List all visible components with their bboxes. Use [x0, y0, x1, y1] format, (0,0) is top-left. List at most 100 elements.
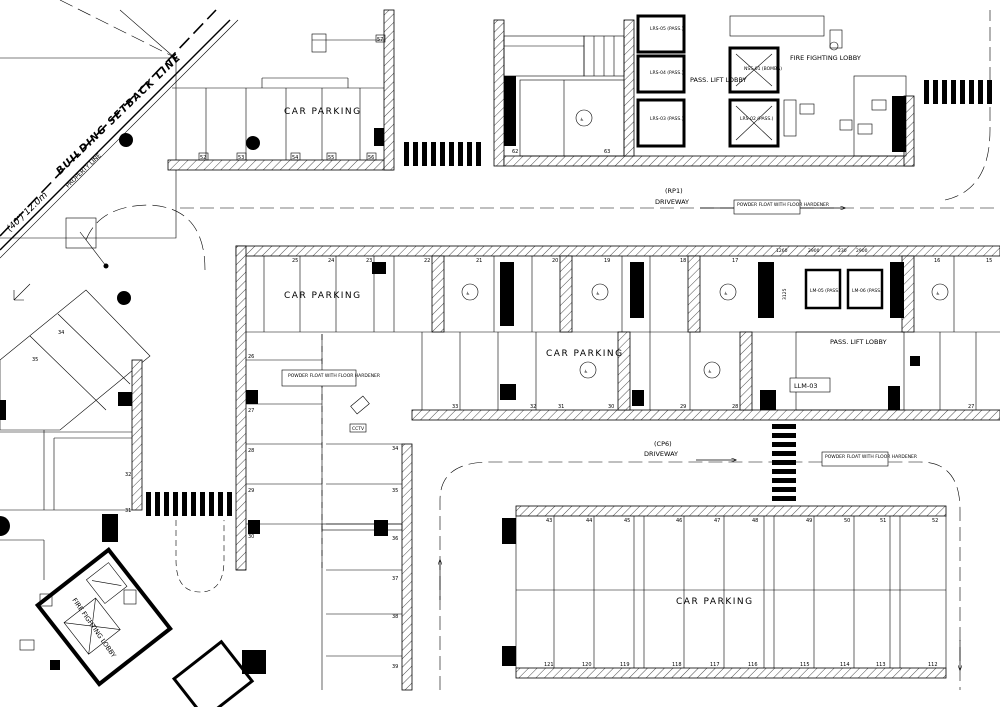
core-top-middle: ♿ LRS-05 (PASS.) LRS-04 (PASS.) LRS-03 (…: [493, 14, 915, 167]
bay-44: 44: [586, 518, 592, 524]
bay-33: 33: [452, 404, 458, 410]
bay-117: 117: [710, 662, 720, 668]
bay-29: 29: [680, 404, 686, 410]
bay-113: 113: [876, 662, 886, 668]
cp6-label: (CP6): [654, 440, 672, 448]
bay-16: 16: [934, 258, 940, 264]
bay-30: 30: [608, 404, 614, 410]
left-angled-block: 34 35 32 31 FIRE FIGHTING LOBBY: [0, 289, 266, 707]
bay-25: 25: [292, 258, 298, 264]
lift-lrs02: LRS-02 (PASS.): [740, 116, 774, 122]
bay-35-mid: 35: [392, 488, 398, 494]
bay-24: 24: [328, 258, 334, 264]
rp1-label: (RP1): [665, 187, 683, 195]
site-boundary: BUILDING SETBACK LINE (40') 12.0m PROPER…: [0, 0, 260, 305]
dim-1260: 1260: [776, 248, 788, 254]
bay-32-left: 32: [125, 472, 131, 478]
bay-52-lower: 52: [932, 518, 938, 524]
bay-28: 28: [732, 404, 738, 410]
bay-34-mid: 34: [392, 446, 398, 452]
left-finish-note: POWDER FLOAT WITH FLOOR HARDENER: [288, 373, 380, 379]
dim-3125: 3125: [782, 288, 788, 300]
bay-27: 27: [968, 404, 974, 410]
lift-lm06: LM-06 (PASS.): [852, 288, 884, 294]
driveway-cp6: (CP6) DRIVEWAY POWDER FLOAT WITH FLOOR H…: [440, 440, 960, 690]
bay-50: 50: [844, 518, 850, 524]
lift-lrs05: LRS-05 (PASS.): [650, 26, 684, 32]
svg-text:♿: ♿: [584, 369, 588, 375]
llm-03-label: LLM-03: [794, 382, 817, 390]
svg-text:♿: ♿: [466, 291, 470, 297]
lift-nss01: NSS-01 (BOMBA): [744, 66, 782, 72]
bay-45: 45: [624, 518, 630, 524]
bay-46: 46: [676, 518, 682, 524]
bay-15: 15: [986, 258, 992, 264]
parking-block-left-vertical: 26 27 28 29 30 POWDER FLOAT WITH FLOOR H…: [246, 334, 413, 691]
bay-62: 62: [512, 149, 518, 155]
bay-21: 21: [476, 258, 482, 264]
setback-label: BUILDING SETBACK LINE: [54, 52, 183, 177]
bay-22: 22: [424, 258, 430, 264]
dim-2900b: 2900: [856, 248, 868, 254]
parking-block-lower: CAR PARKING 43 44 45 46 47 48 49 50 51 5…: [502, 505, 947, 679]
bay-39-mid: 39: [392, 664, 398, 670]
bay-112: 112: [928, 662, 938, 668]
bay-35-left: 35: [32, 357, 38, 363]
bay-32: 32: [530, 404, 536, 410]
cp6-driveway-label: DRIVEWAY: [644, 450, 678, 458]
bay-31-left: 31: [125, 508, 131, 514]
cctv-label: CCTV: [352, 426, 365, 432]
bay-28-left: 28: [248, 448, 254, 454]
car-parking-label-3: CAR PARKING: [546, 349, 624, 359]
bay-55: 55: [328, 155, 334, 161]
bay-43: 43: [546, 518, 552, 524]
bay-27-left: 27: [248, 408, 254, 414]
bay-53: 53: [238, 155, 244, 161]
pass-lift-lobby-mid: PASS. LIFT LOBBY: [830, 338, 887, 346]
zebra-crossing-top-left: [404, 142, 481, 166]
bay-116: 116: [748, 662, 758, 668]
bay-36-mid: 36: [392, 536, 398, 542]
parking-block-middle: ♿ ♿ ♿ ♿ CAR PARKING 25 24 23 22 21 20 19…: [235, 245, 1000, 571]
bay-118: 118: [672, 662, 682, 668]
bay-19: 19: [604, 258, 610, 264]
bay-52: 52: [200, 155, 206, 161]
zebra-crossing-top-right: [924, 80, 992, 104]
bay-114: 114: [840, 662, 850, 668]
bay-30-left: 30: [248, 534, 254, 540]
pass-lift-lobby-top: PASS. LIFT LOBBY: [690, 76, 747, 84]
svg-text:♿: ♿: [708, 369, 712, 375]
car-parking-label-2: CAR PARKING: [284, 291, 362, 301]
lift-lrs03: LRS-03 (PASS.): [650, 116, 684, 122]
rp1-driveway-label: DRIVEWAY: [655, 198, 689, 206]
svg-text:♿: ♿: [724, 291, 728, 297]
bay-18: 18: [680, 258, 686, 264]
bay-119: 119: [620, 662, 630, 668]
bay-29-left: 29: [248, 488, 254, 494]
svg-text:♿: ♿: [580, 117, 584, 123]
dim-230: 230: [838, 248, 847, 254]
bay-23: 23: [366, 258, 372, 264]
bay-47: 47: [714, 518, 720, 524]
bay-54: 54: [292, 155, 298, 161]
bay-121: 121: [544, 662, 554, 668]
zebra-crossing-left: [146, 492, 232, 516]
dim-2900a: 2900: [808, 248, 820, 254]
bay-115: 115: [800, 662, 810, 668]
bay-20: 20: [552, 258, 558, 264]
bay-120: 120: [582, 662, 592, 668]
car-parking-label-1: CAR PARKING: [284, 107, 362, 117]
bay-38-mid: 38: [392, 614, 398, 620]
lift-lm05: LM-05 (PASS.): [810, 288, 842, 294]
bay-26-left: 26: [248, 354, 254, 360]
bay-56: 56: [368, 155, 374, 161]
bay-31: 31: [558, 404, 564, 410]
car-parking-label-4: CAR PARKING: [676, 597, 754, 607]
setback-dim: (40') 12.0m: [5, 190, 50, 234]
svg-text:♿: ♿: [936, 291, 940, 297]
bay-48: 48: [752, 518, 758, 524]
zebra-crossing-middle: [772, 424, 796, 501]
parking-block-top-left: CAR PARKING 52 53 54 55 56 57: [167, 9, 395, 171]
fire-fighting-lobby-top: FIRE FIGHTING LOBBY: [790, 54, 861, 62]
